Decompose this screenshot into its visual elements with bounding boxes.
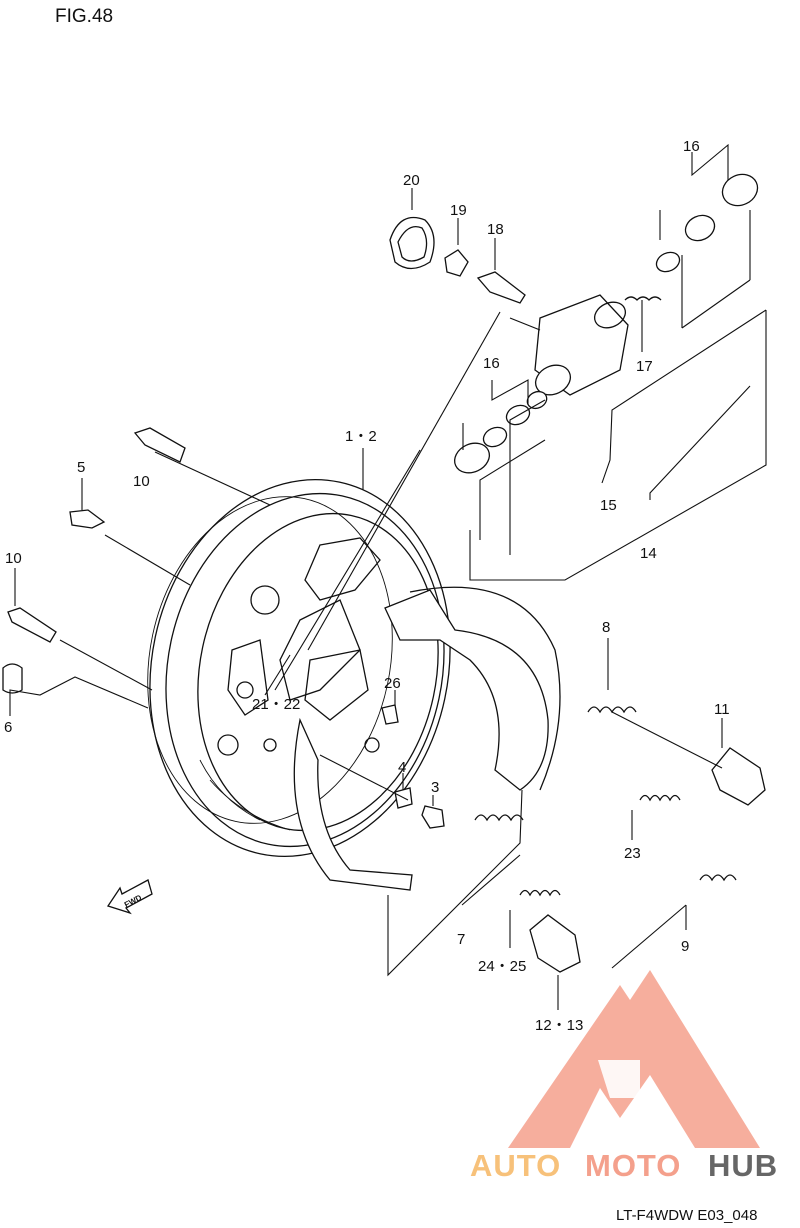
logo-triangle-shape <box>508 970 760 1148</box>
callout-15: 15 <box>600 497 617 514</box>
logo-text-auto: AUTO <box>470 1148 561 1183</box>
brake-drum-assembly <box>147 478 451 858</box>
callout-10-lower: 10 <box>5 550 22 567</box>
brake-shoe <box>293 586 561 891</box>
callout-19: 19 <box>450 202 467 219</box>
springs <box>474 706 737 897</box>
callout-26: 26 <box>384 675 401 692</box>
callout-20: 20 <box>403 172 420 189</box>
callout-5: 5 <box>77 459 85 476</box>
callout-11: 11 <box>714 701 730 718</box>
spring-clips <box>529 747 766 973</box>
callout-4: 4 <box>398 759 406 776</box>
callout-23: 23 <box>624 845 641 862</box>
logo-text-hub: HUB <box>708 1148 778 1183</box>
callout-10-upper: 10 <box>133 473 150 490</box>
callout-3: 3 <box>431 779 439 796</box>
callout-6: 6 <box>4 719 12 736</box>
callout-16-upper: 16 <box>683 138 700 155</box>
leader-lines <box>9 143 767 1010</box>
callout-labels: 1・2 3 4 5 6 7 8 9 10 10 11 12・13 14 15 1… <box>4 138 730 1034</box>
bleeder-valve-parts <box>389 216 526 304</box>
callout-12-13: 12・13 <box>535 1017 583 1034</box>
forward-direction-arrow: FWD <box>106 879 153 915</box>
callout-24-25: 24・25 <box>478 958 526 975</box>
callout-8: 8 <box>602 619 610 636</box>
callout-16-lower: 16 <box>483 355 500 372</box>
logo-cutout-shape <box>598 1060 640 1098</box>
callout-17: 17 <box>636 358 653 375</box>
callout-1-2: 1・2 <box>345 428 377 445</box>
figure-title: FIG.48 <box>55 6 113 27</box>
callout-7: 7 <box>457 931 465 948</box>
wheel-cylinder <box>453 173 759 474</box>
callout-14: 14 <box>640 545 657 562</box>
callout-9: 9 <box>681 938 689 955</box>
figure-code: LT-F4WDW E03_048 <box>616 1207 757 1224</box>
callout-18: 18 <box>487 221 504 238</box>
automotohub-logo: AUTO MOTO HUB <box>470 970 778 1183</box>
fasteners <box>2 427 445 829</box>
logo-text-moto: MOTO <box>585 1148 681 1183</box>
callout-21-22: 21・22 <box>252 696 300 713</box>
